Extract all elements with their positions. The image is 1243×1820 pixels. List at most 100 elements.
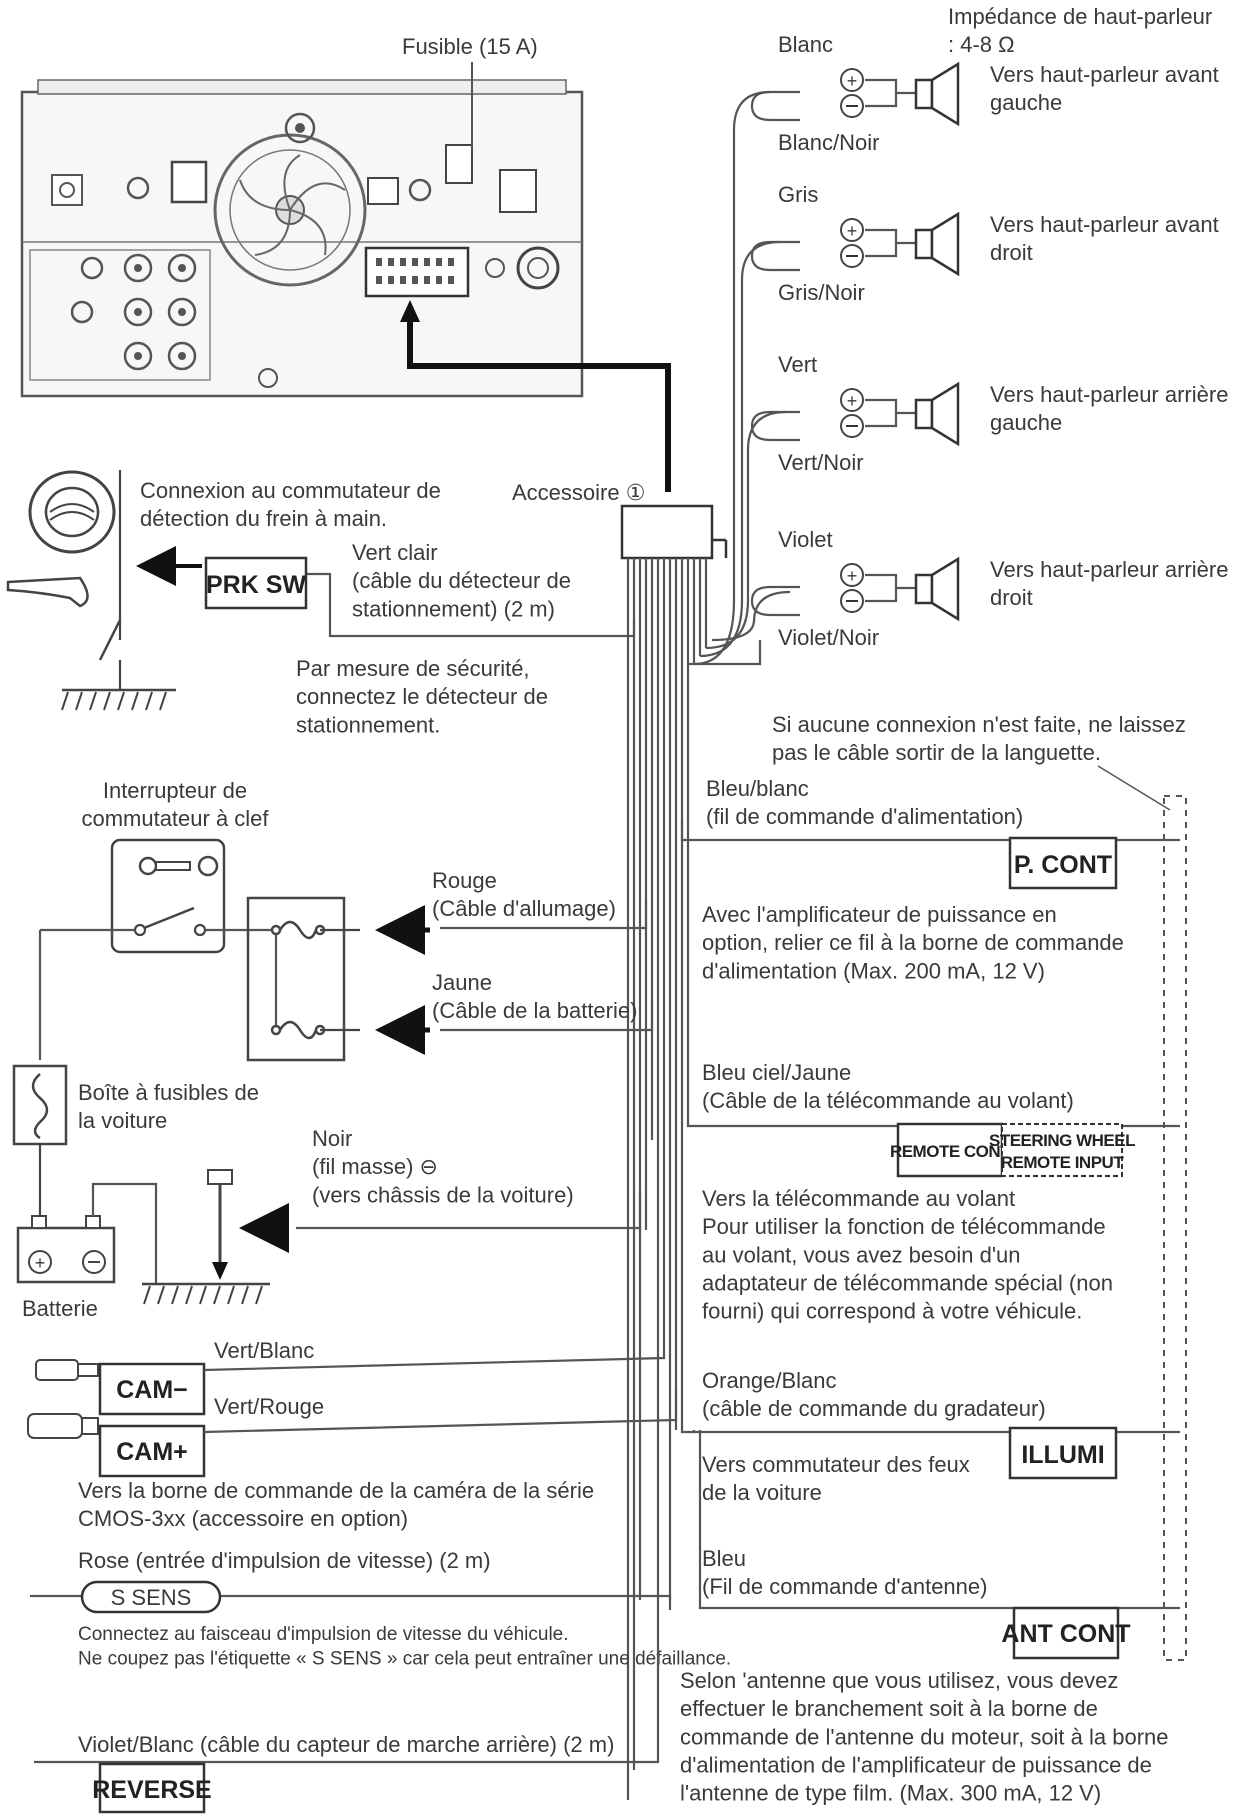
- plus-terminal-icon: [840, 68, 864, 92]
- speaker-connection: +: [750, 61, 960, 127]
- parking-safety-note: Par mesure de sécurité,connectez le déte…: [296, 656, 548, 737]
- ignition-circuit-wires: [38, 928, 278, 1060]
- battery-label: Batterie: [22, 1296, 98, 1321]
- speed-sensor-note: Connectez au faisceau d'impulsion de vit…: [78, 1624, 731, 1669]
- tab-note: Si aucune connexion n'est faite, ne lais…: [772, 712, 1186, 765]
- black-wire-label: Noir(fil masse) ⊖(vers châssis de la voi…: [312, 1126, 574, 1207]
- p-cont-tag-label: P. CONT: [1014, 851, 1112, 879]
- ant-cont-tag: [1012, 1606, 1120, 1660]
- illumi-tag: [1008, 1426, 1118, 1480]
- s-sens-tag-label: S SENS: [111, 1585, 192, 1610]
- cable-bundle: [626, 558, 708, 1800]
- speaker-minus-wire-label: Vert/Noir: [778, 450, 864, 475]
- ignition-switch-icon: [110, 838, 226, 954]
- antenna-wire-label: Bleu(Fil de commande d'antenne): [702, 1546, 987, 1599]
- speed-sensor-wire-label: Rose (entrée d'impulsion de vitesse) (2 …: [78, 1548, 491, 1573]
- speaker-plus-wire-label: Gris: [778, 182, 818, 207]
- svg-text:+: +: [847, 71, 858, 91]
- prk-sw-tag-label: PRK SW: [206, 571, 306, 599]
- cam-minus-wire: [203, 1020, 666, 1372]
- black-ground-wire: [296, 1190, 642, 1230]
- speaker-impedance-label: Impédance de haut-parleur: 4-8 Ω: [948, 4, 1212, 57]
- antenna-note: Selon 'antenne que vous utilisez, vous d…: [680, 1668, 1169, 1806]
- speed-sensor-wire: [30, 1594, 672, 1600]
- speaker-plus-wire-label: Violet: [778, 527, 833, 552]
- yellow-wire: [440, 1000, 654, 1032]
- harness-connection-line: [407, 318, 671, 492]
- tab-outline: [1163, 795, 1187, 1661]
- battery-icon: +: [16, 1215, 116, 1284]
- svg-text:+: +: [35, 1253, 46, 1273]
- speaker-icon: [914, 78, 934, 110]
- speaker-minus-wire-label: Gris/Noir: [778, 280, 865, 305]
- speaker-icon: [914, 573, 934, 605]
- s-sens-tag: [80, 1580, 222, 1614]
- parking-wire: [300, 572, 636, 638]
- pcont-wire-label: Bleu/blanc(fil de commande d'alimentatio…: [706, 776, 1023, 829]
- prk-sw-tag: [204, 556, 308, 610]
- svg-text:+: +: [847, 391, 858, 411]
- harness-arrow: [400, 300, 420, 322]
- remote-cont-tag-label: REMOTE CONT: [890, 1142, 1011, 1161]
- plus-terminal-icon: [840, 563, 864, 587]
- camera-plug-icons: [27, 1359, 99, 1439]
- speaker-minus-wire-label: Blanc/Noir: [778, 130, 879, 155]
- reverse-wire-label: Violet/Blanc (câble du capteur de marche…: [78, 1732, 614, 1757]
- remote-cont-tag: [896, 1122, 1004, 1178]
- ant-cont-tag-label: ANT CONT: [1001, 1620, 1130, 1648]
- cam-plus-tag: [98, 1424, 206, 1478]
- plus-terminal-icon: [840, 218, 864, 242]
- cam-minus-wire-label: Vert/Blanc: [214, 1338, 314, 1363]
- speaker-connection: +: [750, 556, 960, 622]
- speaker-minus-wire-label: Violet/Noir: [778, 625, 879, 650]
- speaker-icon: [914, 228, 934, 260]
- head-unit-rear-panel: [20, 79, 584, 398]
- accessory-label: Accessoire ①: [512, 480, 645, 505]
- speaker-icon: [914, 398, 934, 430]
- battery-ground-wire: [91, 1182, 158, 1284]
- yellow-wire-label: Jaune(Câble de la batterie): [432, 970, 637, 1023]
- speaker-connection: +: [750, 211, 960, 277]
- fuse-holder-box: [246, 896, 346, 1062]
- reverse-tag: [98, 1762, 206, 1814]
- steering-wheel-input-tag: [1001, 1123, 1123, 1177]
- ground-icon: [142, 1169, 270, 1305]
- plus-terminal-icon: [840, 388, 864, 412]
- reverse-wire: [34, 1065, 660, 1764]
- camera-note: Vers la borne de commande de la caméra d…: [78, 1478, 594, 1531]
- cam-minus-tag: [98, 1362, 206, 1416]
- car-fuse-box-icon: [12, 1064, 68, 1146]
- tab-leader-line: [1097, 765, 1171, 811]
- svg-text:+: +: [847, 221, 858, 241]
- cam-minus-tag-label: CAM−: [116, 1376, 188, 1404]
- fuse-label: Fusible (15 A): [402, 34, 538, 59]
- cam-plus-tag-label: CAM+: [116, 1438, 188, 1466]
- accessory-connector: [620, 504, 714, 560]
- inline-fuse-icon: [270, 920, 326, 1040]
- red-wire-label: Rouge(Câble d'allumage): [432, 868, 616, 921]
- svg-text:+: +: [847, 566, 858, 586]
- p-cont-tag: [1008, 836, 1118, 890]
- reverse-tag-label: REVERSE: [92, 1776, 211, 1804]
- illumi-wire-label: Orange/Blanc(câble de commande du gradat…: [702, 1368, 1046, 1421]
- steering-wire-label: Bleu ciel/Jaune(Câble de la télécommande…: [702, 1060, 1074, 1113]
- speaker-plus-wire-label: Vert: [778, 352, 817, 377]
- handbrake-icon: [6, 470, 176, 711]
- speaker-wires: [688, 90, 791, 666]
- cam-plus-wire-label: Vert/Rouge: [214, 1394, 324, 1419]
- speaker-plus-wire-label: Blanc: [778, 32, 833, 57]
- cam-plus-wire: [203, 1390, 678, 1434]
- illumi-tag-label: ILLUMI: [1021, 1441, 1104, 1469]
